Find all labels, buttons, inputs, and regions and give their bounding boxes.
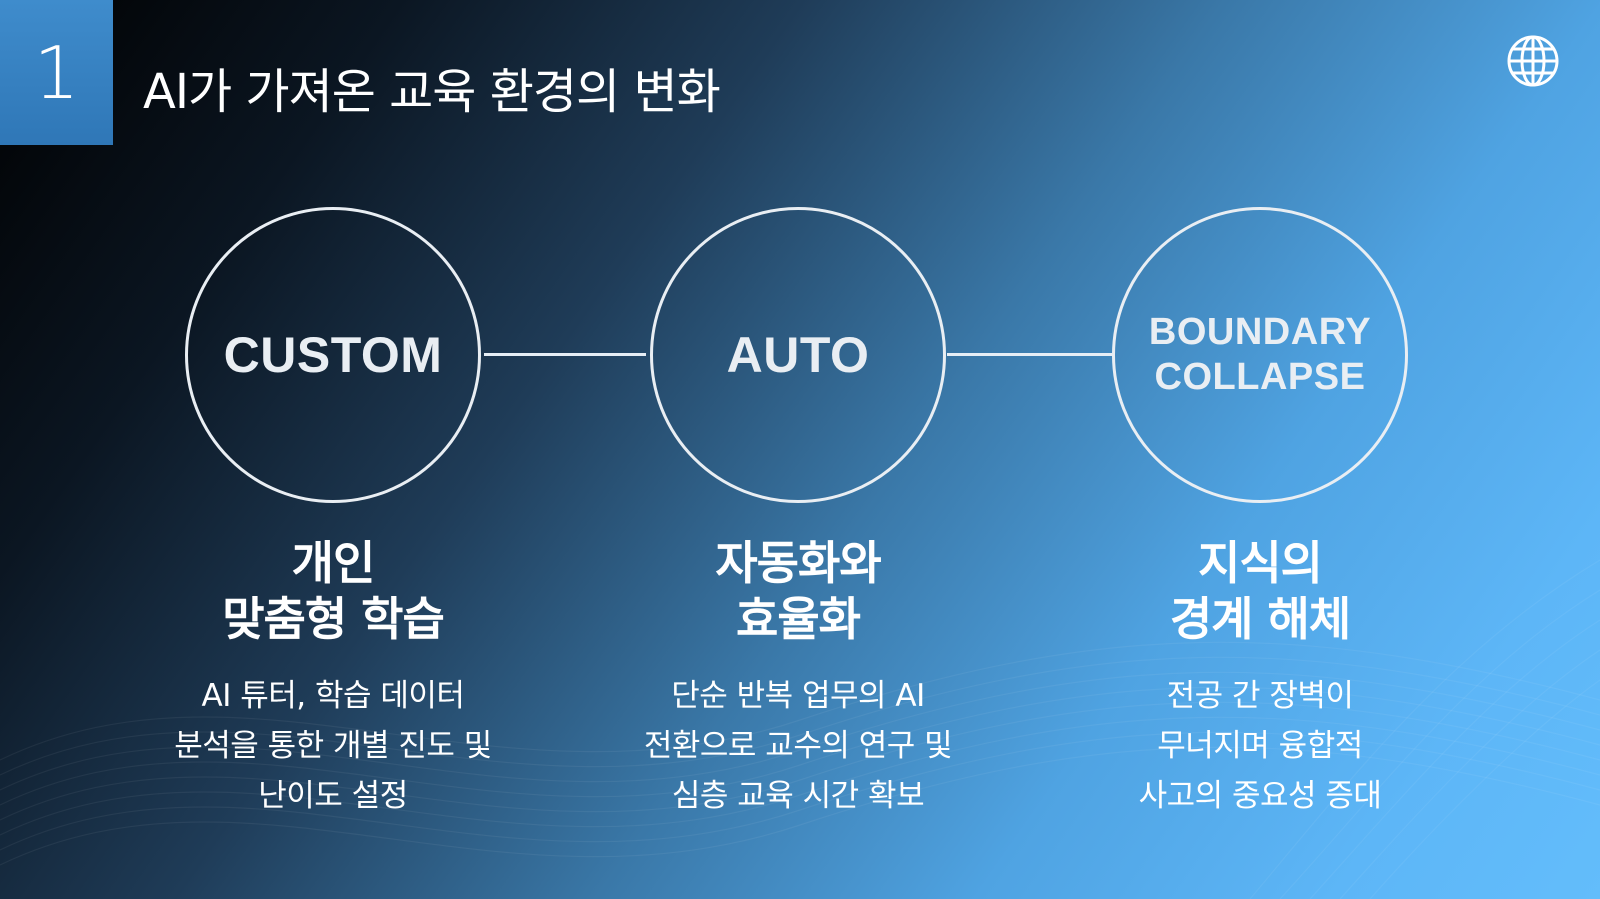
circle-label-auto: AUTO [726,327,870,383]
connector-line-2 [947,353,1112,356]
column-custom: 개인 맞춤형 학습 AI 튜터, 학습 데이터 분석을 통한 개별 진도 및 난… [113,535,553,821]
page-title: AI가 가져온 교육 환경의 변화 [143,64,721,120]
circle-label-custom: CUSTOM [223,327,443,383]
column-description: 단순 반복 업무의 AI 전환으로 교수의 연구 및 심층 교육 시간 확보 [643,678,953,814]
connector-line-1 [484,353,646,356]
column-description: 전공 간 장벽이 무너지며 융합적 사고의 중요성 증대 [1138,678,1382,814]
circle-auto: AUTO [650,207,946,503]
slide-number: 1 [33,30,80,115]
slide-number-badge: 1 [0,0,113,145]
column-heading: 자동화와 효율화 [715,536,881,646]
column-heading: 지식의 경계 해체 [1169,536,1351,646]
circle-boundary-collapse: BOUNDARY COLLAPSE [1112,207,1408,503]
column-auto: 자동화와 효율화 단순 반복 업무의 AI 전환으로 교수의 연구 및 심층 교… [578,535,1018,821]
column-description: AI 튜터, 학습 데이터 분석을 통한 개별 진도 및 난이도 설정 [174,678,492,814]
globe-icon [1507,35,1559,87]
circle-label-boundary-collapse: BOUNDARY COLLAPSE [1148,311,1372,398]
column-heading: 개인 맞춤형 학습 [222,536,445,646]
circle-custom: CUSTOM [185,207,481,503]
column-boundary-collapse: 지식의 경계 해체 전공 간 장벽이 무너지며 융합적 사고의 중요성 증대 [1040,535,1480,821]
